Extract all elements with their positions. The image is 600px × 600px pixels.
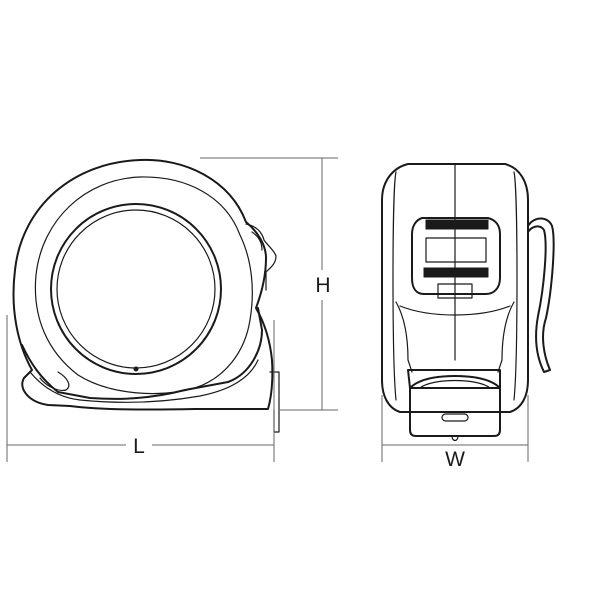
front-view-blade-hook: [409, 387, 501, 437]
front-view-right-strip: [513, 171, 518, 401]
front-view: [381, 163, 555, 442]
side-view-case-outline: [12, 158, 274, 411]
front-view-belt-clip: [527, 217, 555, 373]
front-view-lock-slider: [437, 283, 473, 299]
front-view-right-shoulder: [497, 301, 515, 373]
length-label-gap: [126, 432, 152, 458]
front-view-lock-ridge-bottom: [423, 267, 489, 278]
side-view-lock-detail: [251, 231, 263, 251]
side-view: [12, 158, 280, 433]
side-view-dial-outer-ring: [50, 203, 222, 375]
front-view-left-shoulder: [395, 301, 413, 373]
front-view-lower-band: [399, 305, 511, 316]
dimension-lines: [6, 157, 529, 462]
front-view-case-outline: [381, 163, 529, 413]
height-label: H: [315, 274, 330, 297]
front-view-blade-exit: [407, 369, 501, 389]
side-view-lower-grip: [21, 307, 263, 400]
length-label: L: [133, 435, 145, 458]
width-label-gap: [440, 447, 470, 471]
side-view-dial-inner-ring: [56, 209, 216, 369]
front-view-lock-ridge-top: [425, 219, 489, 230]
front-view-hook-notch: [451, 435, 459, 442]
width-label: W: [445, 448, 465, 471]
side-view-lock-button: [245, 223, 277, 291]
height-label-gap: [309, 270, 335, 300]
side-view-grip-detail: [29, 359, 259, 403]
front-view-left-strip: [392, 171, 397, 401]
side-view-grip-notch: [39, 371, 70, 391]
front-view-hook-arc: [419, 379, 491, 389]
front-view-lock-slot: [425, 237, 487, 263]
front-view-lock-housing: [411, 217, 501, 295]
side-view-dial-screw: [133, 366, 139, 372]
front-view-hook-slot: [441, 413, 469, 422]
side-view-inner-ring: [34, 176, 253, 395]
